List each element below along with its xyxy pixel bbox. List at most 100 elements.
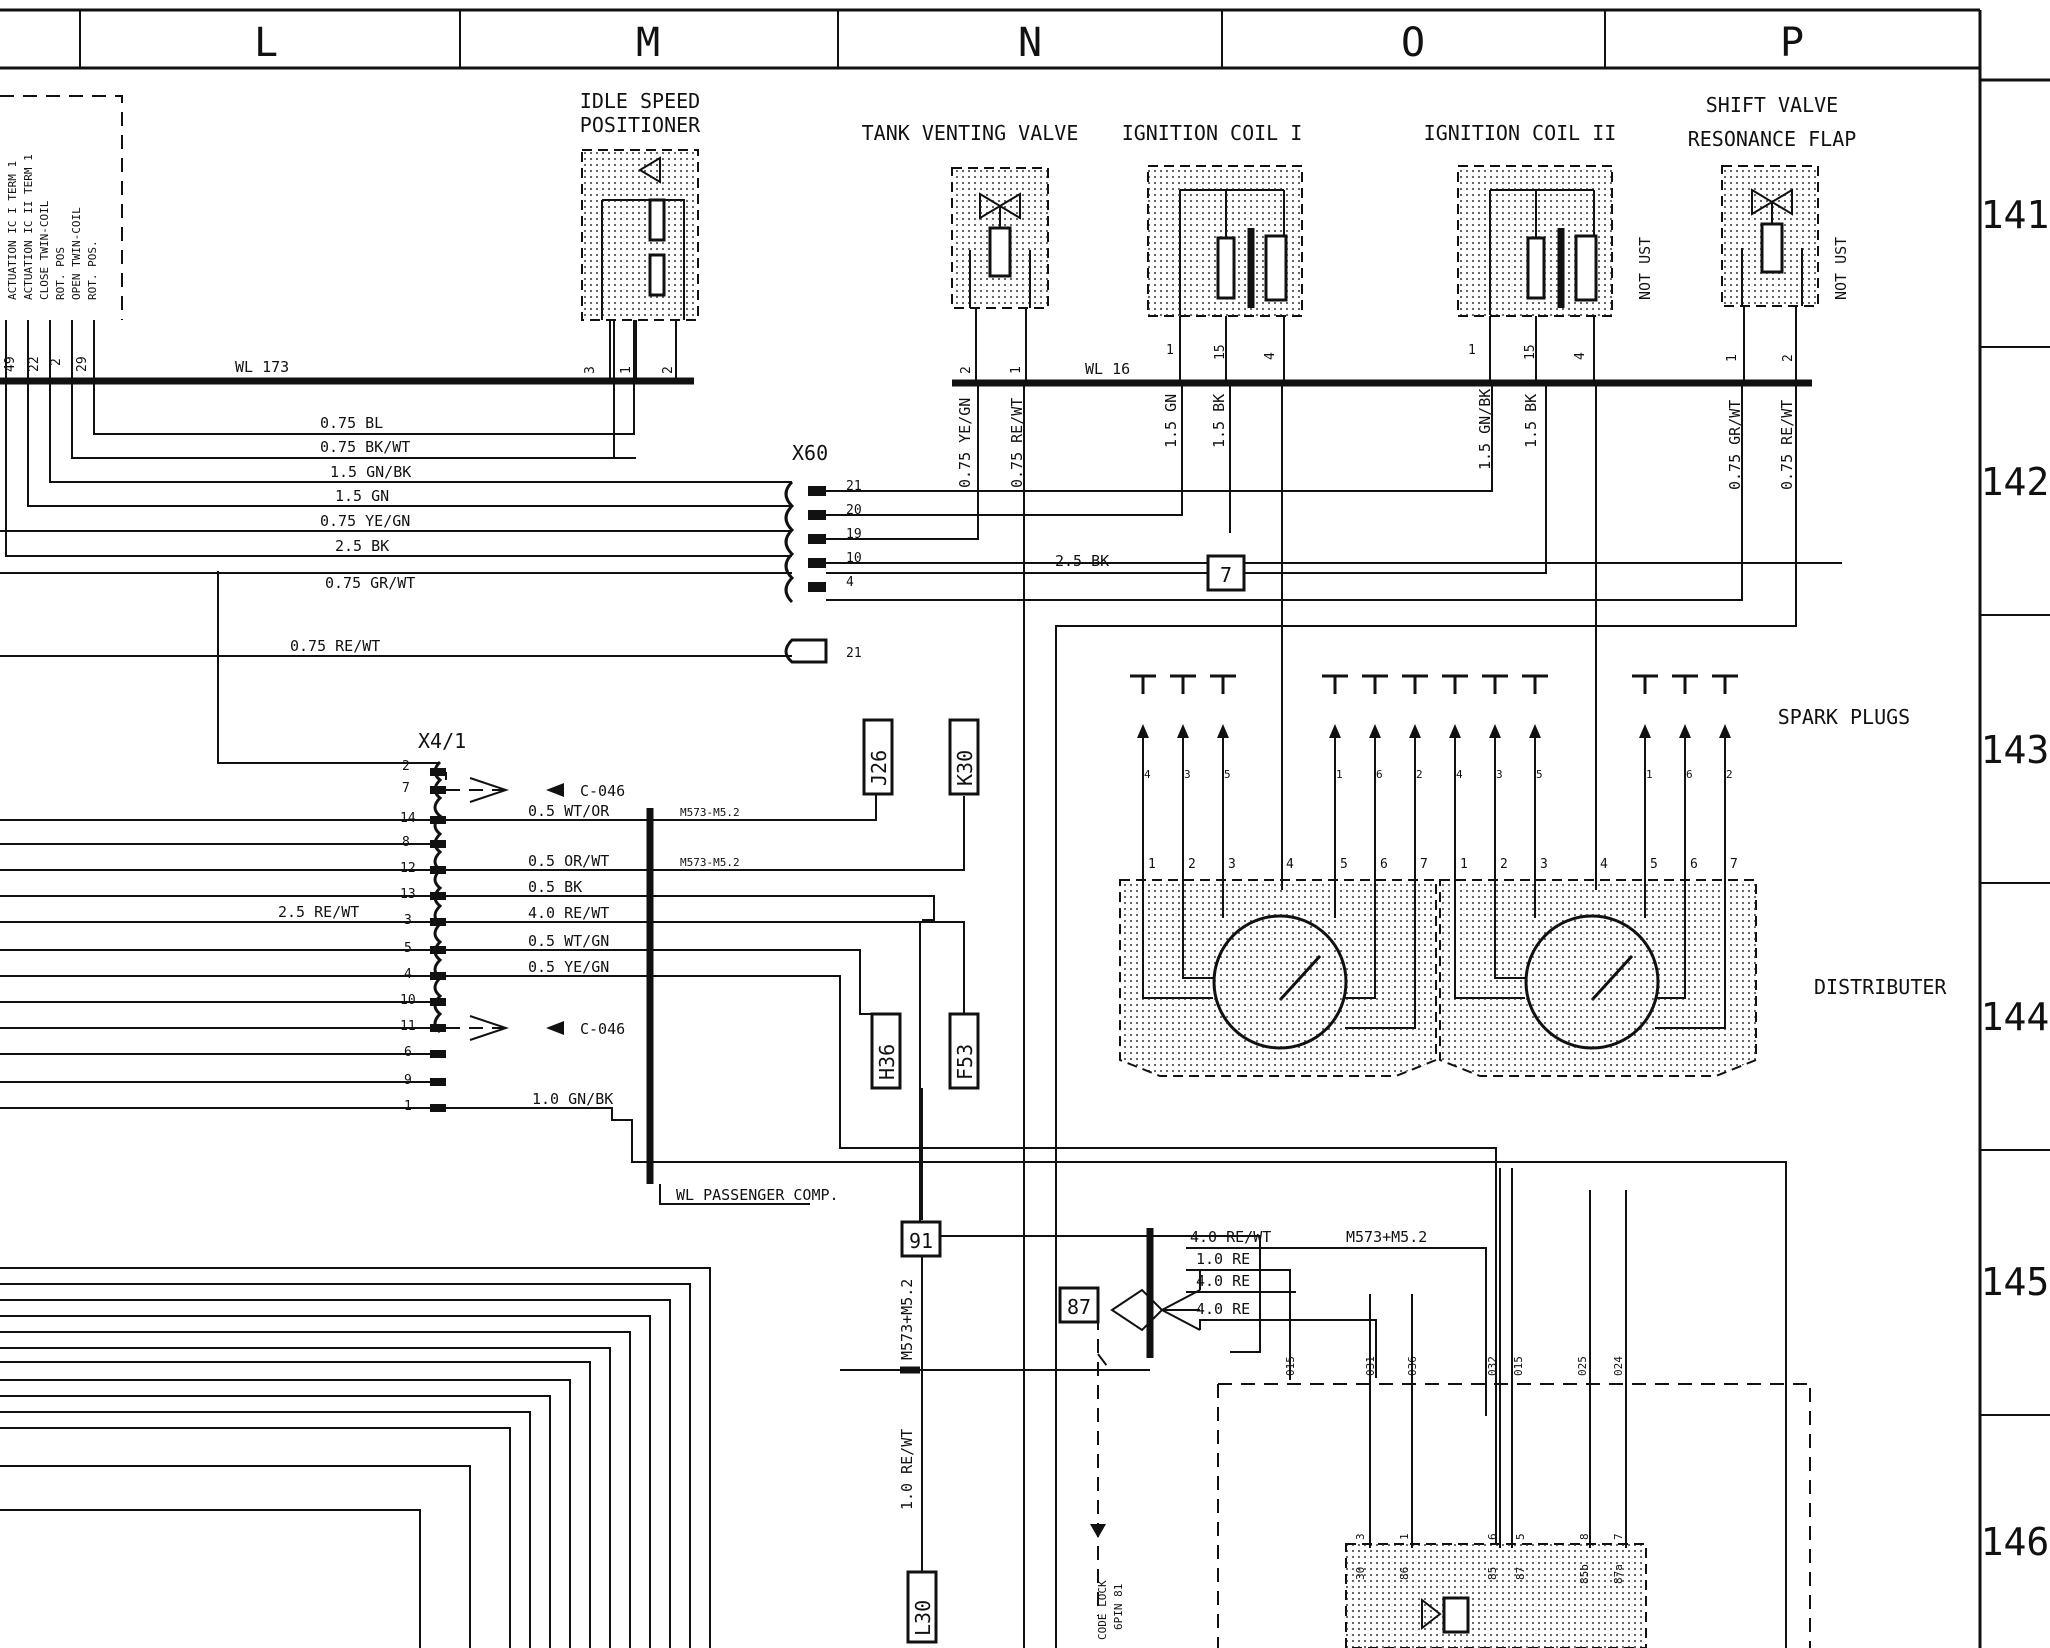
dist-pin-4: 4 (1286, 857, 1294, 872)
dist-pin-13: 6 (1690, 857, 1698, 872)
x41-wire-13: 0.5 BK (528, 878, 582, 896)
wire-label-0-75-re-wt: 0.75 RE/WT (290, 637, 380, 655)
spark-plugs-title: SPARK PLUGS (1778, 705, 1910, 729)
x41-wire-5: 0.5 WT/GN (528, 932, 609, 950)
x41-wire-left-3: 2.5 RE/WT (278, 903, 359, 921)
relay-wire-c: 1.0 RE (1196, 1250, 1250, 1268)
ignition-coil-2-title: IGNITION COIL II (1424, 121, 1617, 145)
plug-label-2: 3 (1184, 768, 1191, 781)
ref-box-87 (1058, 1286, 1100, 1324)
wire-label-0-75-bk-wt: 0.75 BK/WT (320, 438, 410, 456)
x41-pin-4: 4 (404, 967, 412, 982)
harness-left-x41 (0, 772, 564, 1109)
dist-pin-10: 3 (1540, 857, 1548, 872)
vwire-shift-right: 0.75 RE/WT (1778, 400, 1796, 490)
wire-label-0-75-bl: 0.75 BL (320, 414, 383, 432)
left-pin-2: 2 (49, 358, 64, 366)
plug-label-10: 1 (1646, 768, 1653, 781)
plug-label-1: 4 (1144, 768, 1151, 781)
vwire-shift-left: 0.75 GR/WT (1726, 400, 1744, 490)
dist-pin-9: 2 (1500, 857, 1508, 872)
wire-label-2-5-bk-right: 2.5 BK (1055, 552, 1109, 570)
ref-box-f53 (948, 1012, 980, 1090)
shift-valve-resonance-flap (1721, 165, 1819, 382)
x4-1-label: X4/1 (418, 729, 466, 753)
dist-pin-1: 1 (1148, 857, 1156, 872)
x41-m-label-2: M573-M5.2 (680, 856, 740, 869)
x41-pin-8: 8 (402, 835, 410, 850)
c046-label-2: C-046 (580, 1020, 625, 1038)
coil1-pin-15: 15 (1213, 344, 1228, 360)
ref-h36: H36 (875, 1044, 899, 1080)
x41-pin-1: 1 (404, 1099, 412, 1114)
control-unit-connector: ACTUATION IC I TERM 1 ACTUATION IC II TE… (0, 95, 123, 372)
row-number-144: 144 (1981, 995, 2050, 1039)
relay-pin-8: 8 (1578, 1533, 1591, 1540)
x41-wire-4: 0.5 YE/GN (528, 958, 609, 976)
coil2-not-ust: NOT UST (1636, 237, 1654, 300)
ref-f53: F53 (953, 1044, 977, 1080)
relay-pin-3: 3 (1354, 1533, 1367, 1540)
plug-label-9: 5 (1536, 768, 1543, 781)
row-number-142: 142 (1981, 460, 2050, 504)
harness-to-x60 (0, 320, 792, 764)
dist-pin-5: 5 (1340, 857, 1348, 872)
relay-pin-1: 1 (1398, 1533, 1411, 1540)
vwire-coil1-left: 1.5 GN (1162, 394, 1180, 448)
bottom-label-4: 032 (1486, 1356, 1499, 1376)
bottom-label-7: 024 (1612, 1356, 1625, 1376)
relay-wire-e: 4.0 RE (1196, 1300, 1250, 1318)
x41-pin-2: 2 (402, 759, 410, 774)
idle-speed-positioner-title-1: IDLE SPEED (580, 89, 700, 113)
relay-wire-b: M573+M5.2 (1346, 1228, 1427, 1246)
x41-pin-14: 14 (400, 811, 416, 826)
relay-pin-30: 30 (1354, 1567, 1367, 1580)
bottom-label-3: 036 (1406, 1356, 1419, 1376)
x41-pin-11: 11 (400, 1019, 416, 1034)
ref-k30: K30 (953, 750, 977, 786)
left-label-6: ROT. POS. (86, 240, 99, 300)
relay-pin-86: 86 (1398, 1567, 1411, 1580)
relay-block (1345, 1378, 1647, 1648)
column-header-l: L (254, 20, 278, 66)
positioner-pin-2: 2 (661, 366, 676, 374)
connector-x60 (784, 480, 828, 664)
plug-label-11: 6 (1686, 768, 1693, 781)
distributor-1 (1119, 868, 1437, 1077)
relay-pin-87a: 87a (1612, 1564, 1625, 1584)
bus-wl-173-label: WL 173 (235, 358, 289, 376)
tank-pin-1: 1 (1009, 366, 1024, 374)
distributer-title: DISTRIBUTER (1814, 975, 1947, 999)
grid-frame (0, 8, 2050, 1648)
column-header-m: M (636, 20, 660, 66)
relay-pin-85b: 85b (1578, 1564, 1591, 1584)
ref-7: 7 (1220, 563, 1232, 587)
x41-m-label-1: M573-M5.2 (680, 806, 740, 819)
ref-box-7 (1206, 554, 1246, 592)
row-number-141: 141 (1981, 193, 2050, 237)
bottom-label-6: 025 (1576, 1356, 1589, 1376)
vwire-tank-right: 0.75 RE/WT (1008, 398, 1026, 488)
vwire-coil2-left: 1.5 GN/BK (1476, 389, 1494, 470)
shift-pin-1: 1 (1725, 354, 1740, 362)
coil2-pin-1: 1 (1468, 343, 1476, 358)
wire-label-0-75-gr-wt: 0.75 GR/WT (325, 574, 415, 592)
x41-wire-14: 0.5 WT/OR (528, 802, 610, 820)
wl-passenger-label: WL PASSENGER COMP. (676, 1186, 839, 1204)
idle-speed-positioner (581, 149, 699, 380)
vwire-coil2-right: 1.5 BK (1522, 394, 1540, 448)
plug-label-6: 2 (1416, 768, 1423, 781)
dist-pin-2: 2 (1188, 857, 1196, 872)
positioner-pin-1: 1 (619, 366, 634, 374)
idle-speed-positioner-title-2: POSITIONER (580, 113, 701, 137)
plug-label-3: 5 (1224, 768, 1231, 781)
ref-box-j26 (862, 718, 894, 796)
left-label-2: ACTUATION IC II TERM 1 (22, 154, 35, 300)
vwire-l30: 1.0 RE/WT (898, 1429, 916, 1510)
x60-pin-21-extra: 21 (846, 646, 862, 661)
ref-j26: J26 (867, 750, 891, 786)
dist-pin-14: 7 (1730, 857, 1738, 872)
ignition-coil-1-title: IGNITION COIL I (1122, 121, 1303, 145)
x41-pin-10: 10 (400, 993, 416, 1008)
